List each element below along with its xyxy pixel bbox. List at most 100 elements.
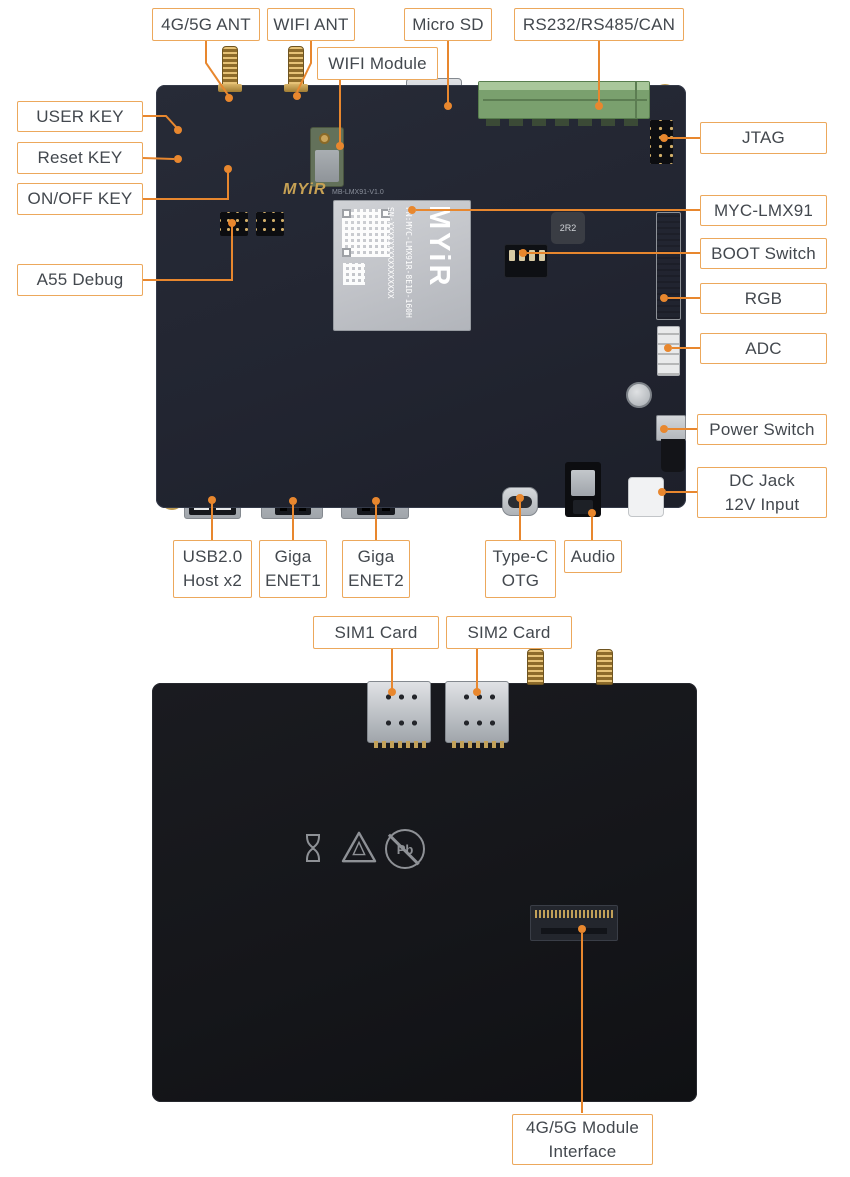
- label-text: USER KEY: [36, 106, 124, 126]
- label-text: DC Jack: [729, 470, 795, 490]
- label-text: Host x2: [182, 571, 243, 590]
- label-text: 12V Input: [724, 494, 800, 514]
- a55-debug-header: [220, 212, 248, 236]
- boot-dip-switch: [505, 245, 547, 277]
- label-text: BOOT Switch: [711, 243, 816, 263]
- label-text: Micro SD: [412, 14, 484, 34]
- power-switch-bracket: [656, 415, 686, 441]
- dc-jack: [628, 477, 664, 517]
- sim-contacts: [382, 694, 418, 700]
- terminal-block-pins: [486, 119, 642, 126]
- ufl-connector: [319, 133, 330, 144]
- label-dc-jack: DC Jack 12V Input: [697, 467, 827, 518]
- som-part-number: PN:MYC-LMX91R-8E1D-160H: [404, 207, 413, 318]
- label-text: SIM1 Card: [334, 622, 418, 642]
- label-text: 4G/5G ANT: [161, 14, 251, 34]
- label-text: ADC: [745, 338, 782, 358]
- wifi-module: [310, 127, 344, 187]
- terminal-block-rs232: [478, 81, 650, 119]
- label-4g5g-module-interface: 4G/5G Module Interface: [512, 1114, 653, 1165]
- sim1-slot: [367, 681, 431, 748]
- label-usb-host: USB2.0 Host x2: [173, 540, 252, 598]
- recycle-triangle-icon: [341, 831, 377, 863]
- capacitor: [626, 382, 652, 408]
- terminal-block-seam: [635, 82, 637, 118]
- label-jtag: JTAG: [700, 122, 827, 154]
- myir-silkscreen-logo: MYiR: [283, 181, 327, 198]
- label-text: WIFI Module: [328, 53, 427, 73]
- som-myir-logo: MYiR: [423, 205, 455, 289]
- label-text: MYC-LMX91: [713, 200, 814, 220]
- sim-contacts: [382, 720, 418, 726]
- som-qr-code: [342, 209, 390, 257]
- power-inductor: 2R2: [551, 212, 585, 244]
- label-text: Giga: [357, 547, 395, 567]
- label-wifi-ant: WIFI ANT: [267, 8, 355, 41]
- hourglass-icon: [306, 834, 320, 862]
- label-text: Type-C: [492, 547, 549, 567]
- label-type-c-otg: Type-C OTG: [485, 540, 556, 598]
- audio-jack-port: [573, 500, 593, 514]
- label-text: WIFI ANT: [273, 14, 349, 34]
- label-rs232: RS232/RS485/CAN: [514, 8, 684, 41]
- label-wifi-module: WIFI Module: [317, 47, 438, 80]
- label-sim2-card: SIM2 Card: [446, 616, 572, 649]
- label-4g5g-ant: 4G/5G ANT: [152, 8, 260, 41]
- adc-connector: [657, 326, 680, 376]
- label-a55-debug: A55 Debug: [17, 264, 143, 296]
- terminal-block-top: [479, 82, 649, 90]
- rgb-fpc-connector: [656, 212, 681, 320]
- sma-antenna-4g5g-base: [218, 84, 242, 92]
- label-text: ENET2: [348, 571, 404, 590]
- audio-jack-plate: [571, 470, 595, 496]
- wifi-module-shield: [315, 150, 339, 182]
- label-text: OTG: [501, 571, 540, 590]
- label-text: ENET1: [265, 571, 321, 590]
- som-serial-number: SN:XXXXXXXXXXXXXXXX: [386, 207, 395, 299]
- label-text: RGB: [744, 288, 783, 308]
- label-text: RS232/RS485/CAN: [522, 14, 676, 34]
- label-sim1-card: SIM1 Card: [313, 616, 439, 649]
- label-giga-enet2: Giga ENET2: [342, 540, 410, 598]
- label-myc-lmx91: MYC-LMX91: [700, 195, 827, 226]
- label-micro-sd: Micro SD: [404, 8, 492, 41]
- sma-antenna-wifi: [288, 46, 304, 88]
- debug-header-2: [256, 212, 284, 236]
- label-text: Reset KEY: [37, 148, 123, 168]
- sim-contacts: [460, 694, 496, 700]
- type-c-port: [502, 487, 538, 516]
- label-text: USB2.0: [182, 547, 243, 567]
- pb-free-text: Pb: [396, 841, 414, 857]
- label-text: Power Switch: [709, 419, 815, 439]
- label-rgb: RGB: [700, 283, 827, 314]
- label-text: ON/OFF KEY: [27, 189, 133, 209]
- sim-contacts: [460, 720, 496, 726]
- pb-free-icon: Pb: [385, 829, 425, 869]
- label-text: A55 Debug: [36, 270, 124, 290]
- power-switch-lever: [661, 439, 685, 472]
- terminal-block-groove: [483, 99, 647, 101]
- sma-antenna-back: [596, 649, 613, 685]
- board-name-silkscreen: MB-LMX91-V1.0: [332, 189, 384, 196]
- sim2-slot: [445, 681, 509, 748]
- label-user-key: USER KEY: [17, 101, 143, 132]
- label-text: 4G/5G Module: [526, 1117, 639, 1137]
- sma-antenna-wifi-base: [284, 84, 308, 92]
- label-audio: Audio: [564, 540, 622, 573]
- label-reset-key: Reset KEY: [17, 142, 143, 174]
- label-text: Interface: [548, 1141, 617, 1161]
- label-onoff-key: ON/OFF KEY: [17, 183, 143, 215]
- type-c-slot: [508, 496, 532, 508]
- jtag-header: [650, 120, 673, 164]
- label-text: JTAG: [742, 128, 785, 148]
- som-qr-code-small: [343, 263, 365, 285]
- som-module-myc-lmx91: SN:XXXXXXXXXXXXXXXX PN:MYC-LMX91R-8E1D-1…: [333, 200, 471, 331]
- label-power-switch: Power Switch: [697, 414, 827, 445]
- label-text: Audio: [570, 546, 616, 566]
- label-text: SIM2 Card: [467, 622, 551, 642]
- mini-pcie-slot: [541, 928, 607, 934]
- mini-pcie-connector: [530, 905, 618, 941]
- label-adc: ADC: [700, 333, 827, 364]
- label-boot-switch: BOOT Switch: [700, 238, 827, 269]
